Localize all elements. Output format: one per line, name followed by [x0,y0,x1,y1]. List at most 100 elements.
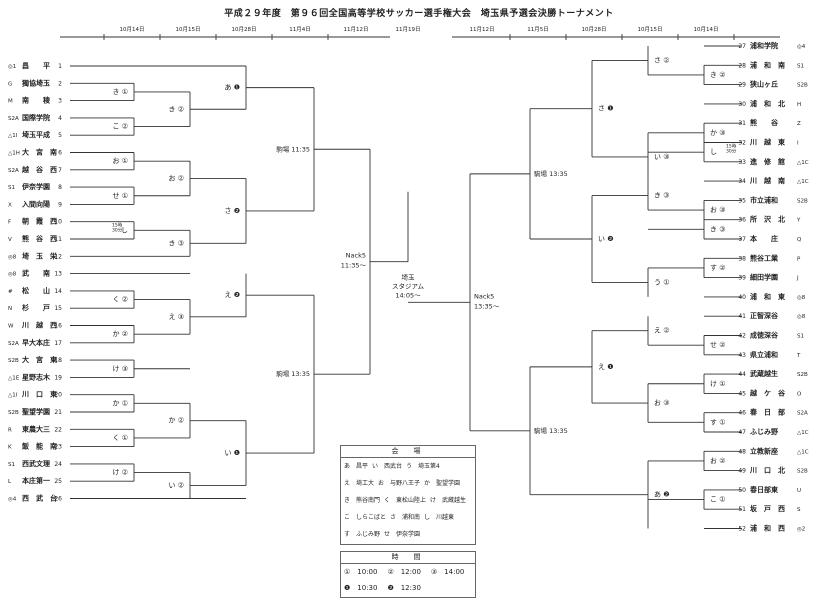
round2-match: お ③ [654,399,670,407]
team-name: 進 修 館 [750,157,785,166]
team-number: 14 [54,288,62,295]
team-seed: J [796,276,799,282]
round1-match: く ① [112,434,128,442]
team-name: 坂 戸 西 [750,504,785,513]
team-number: 33 [738,159,746,166]
round3-match: あ ❶ [224,84,240,92]
team-seed: ◎4 [8,497,17,503]
round1-match: こ ② [112,123,128,131]
date-label: 11月5日 [527,26,549,33]
round2-match: お ② [168,174,184,182]
round1-match: す ① [710,418,726,426]
round2-match: き ③ [168,239,184,247]
team-seed: S2B [797,469,808,475]
round2-match: か ② [168,417,184,425]
team-seed: ◎8 [8,254,17,260]
team-name: 飯 能 南 [21,442,57,451]
team-name: 星野志木 [22,372,51,381]
team-seed: S1 [8,462,15,468]
team-name: 立教新座 [750,446,778,455]
team-seed: F [8,220,11,226]
team-seed: △1E [8,375,20,381]
team-number: 32 [738,140,746,147]
final-venue: スタジアム [392,282,425,291]
date-label: 10月28日 [232,26,257,33]
team-number: 16 [54,323,62,330]
team-number: 23 [54,444,62,451]
team-name: 正智深谷 [750,311,779,320]
team-seed: X [8,202,12,208]
team-seed: S2B [8,410,19,416]
round1-match: す ② [710,264,726,272]
venue-entry: さ 浦和南 [390,514,421,521]
team-number: 10 [54,219,62,226]
team-seed: Y [796,218,801,224]
team-seed: ◎8 [797,295,806,301]
team-seed: △1C [797,179,809,185]
venue-entry: い 西武台 [372,463,403,470]
team-seed: U [797,488,801,494]
team-seed: S [797,507,801,513]
venue-entry: せ 伊奈学園 [384,531,421,538]
semi-venue: Nack5 [474,292,494,300]
team-name: 春日部東 [749,485,779,494]
team-number: 34 [738,178,746,185]
team-name: 越 ケ 谷 [749,388,786,397]
team-name: 朝 霞 西 [22,217,57,226]
round3-match: い ❷ [598,235,614,243]
team-name: 春 日 部 [749,408,785,417]
team-seed: S2B [797,198,808,204]
team-name: 川 口 東 [21,390,58,399]
round2-match: さ ② [654,56,670,64]
round2-match: あ ❷ [654,491,670,499]
team-number: 8 [58,184,62,191]
team-name: 所 沢 北 [750,215,785,224]
round1-match: お ② [710,457,726,465]
team-seed: H [797,102,801,108]
team-name: 浦 和 東 [750,292,786,301]
team-name: 川 越 西 [21,321,57,330]
round3-match: い ❶ [224,449,240,457]
team-number: 1 [58,63,62,70]
team-number: 13 [54,271,62,278]
venue-row: す ふじみ野せ 伊奈学園 [341,526,475,543]
team-seed: N [8,306,12,312]
team-number: 48 [738,448,746,455]
team-seed: S1 [8,185,15,191]
team-name: 早大本庄 [22,338,50,347]
team-number: 9 [58,201,62,208]
team-number: 43 [738,352,746,359]
round1-match: こ ① [710,496,726,504]
team-name: 川 越 南 [749,176,785,185]
venue-row: あ 昌平い 西武台う 埼玉第4 [341,458,475,475]
round1-match: し [121,226,128,234]
team-seed: L [8,479,12,485]
team-name: 川 口 北 [749,466,785,475]
team-seed: ◎2 [797,527,805,533]
team-number: 17 [54,340,62,347]
round2-match: き ② [168,105,184,113]
team-name: 本庄第一 [21,476,50,485]
team-name: 獨協埼玉 [21,78,50,87]
semi-time: 13:35〜 [474,302,500,310]
team-name: 浦 和 西 [750,524,785,533]
team-seed: ◎4 [797,44,806,50]
team-number: 12 [54,253,62,260]
team-name: 西武文理 [22,459,50,468]
time-entry: ③ 14:00 [430,568,465,576]
team-number: 46 [738,410,746,417]
team-number: 4 [58,115,62,122]
date-label: 10月28日 [582,26,607,33]
venue-row: え 埼工大お 与野八王子か 聖望学園 [341,475,475,492]
team-seed: △1I [8,393,18,399]
team-name: 本 庄 [749,234,778,243]
team-seed: S2A [8,168,19,174]
team-number: 6 [58,150,62,157]
team-seed: G [8,81,12,87]
venue-time: 駒場 11:35 [276,144,310,153]
team-seed: △1C [797,449,809,455]
venue-entry: け 武蔵越生 [430,497,467,504]
team-name: 細田学園 [750,273,778,282]
